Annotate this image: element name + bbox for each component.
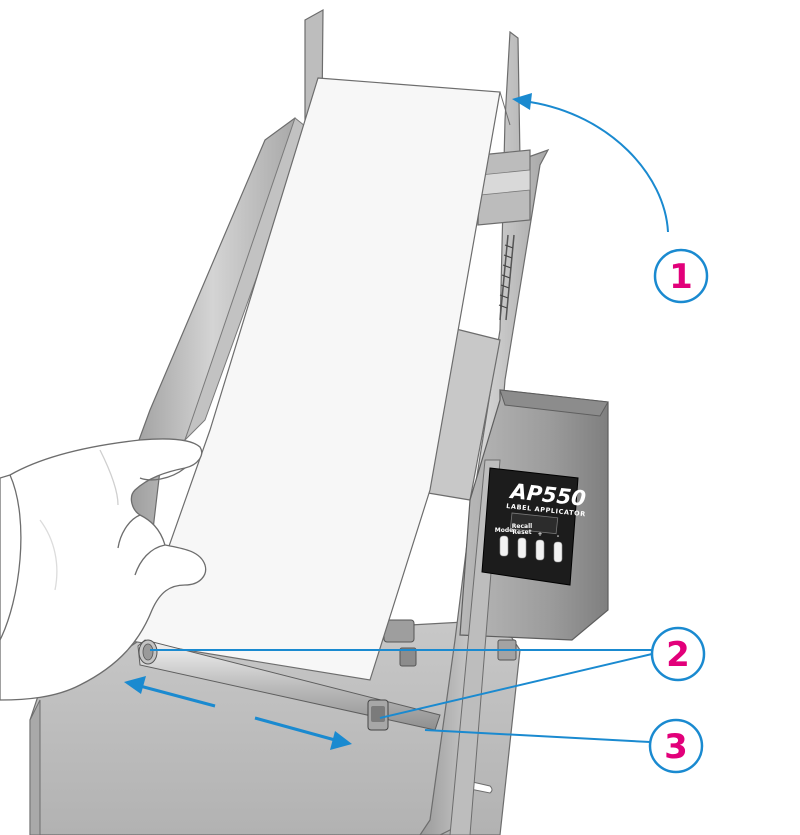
- panel-button: [499, 535, 509, 557]
- leader-lines: [150, 93, 669, 743]
- callout-number: 1: [669, 257, 693, 297]
- callout-2: 2: [650, 626, 706, 682]
- callout-ring: [648, 718, 704, 774]
- callout-1: 1: [653, 248, 709, 304]
- panel-button: [553, 541, 563, 563]
- panel-button-label: -: [557, 533, 560, 540]
- panel-button: [517, 537, 527, 559]
- lower-mounts: [383, 619, 517, 667]
- hand-icon: [0, 438, 207, 701]
- leader-line-3: [424, 729, 651, 743]
- leader-line-1: [529, 101, 669, 233]
- leader-line-2b: [379, 653, 653, 719]
- double-arrow-icon: [124, 676, 352, 750]
- callout-ring: [650, 626, 706, 682]
- callout-number: 2: [666, 635, 690, 675]
- callout-ring: [653, 248, 709, 304]
- display-window: [509, 512, 559, 535]
- leader-arrow-1: [512, 93, 532, 110]
- callout-number: 3: [664, 727, 688, 767]
- panel-button-label: Mode: [495, 527, 513, 534]
- panel-button: [535, 539, 545, 561]
- base-plate-front: [29, 699, 41, 835]
- panel-button-label: Recall: [512, 523, 532, 530]
- tension-spring: [498, 234, 515, 321]
- panel-button-label: Reset: [512, 529, 531, 536]
- guide-rod-assembly: [137, 639, 441, 731]
- callout-3: 3: [648, 718, 704, 774]
- control-box-top: [499, 389, 609, 417]
- panel-button-label: +: [537, 531, 542, 538]
